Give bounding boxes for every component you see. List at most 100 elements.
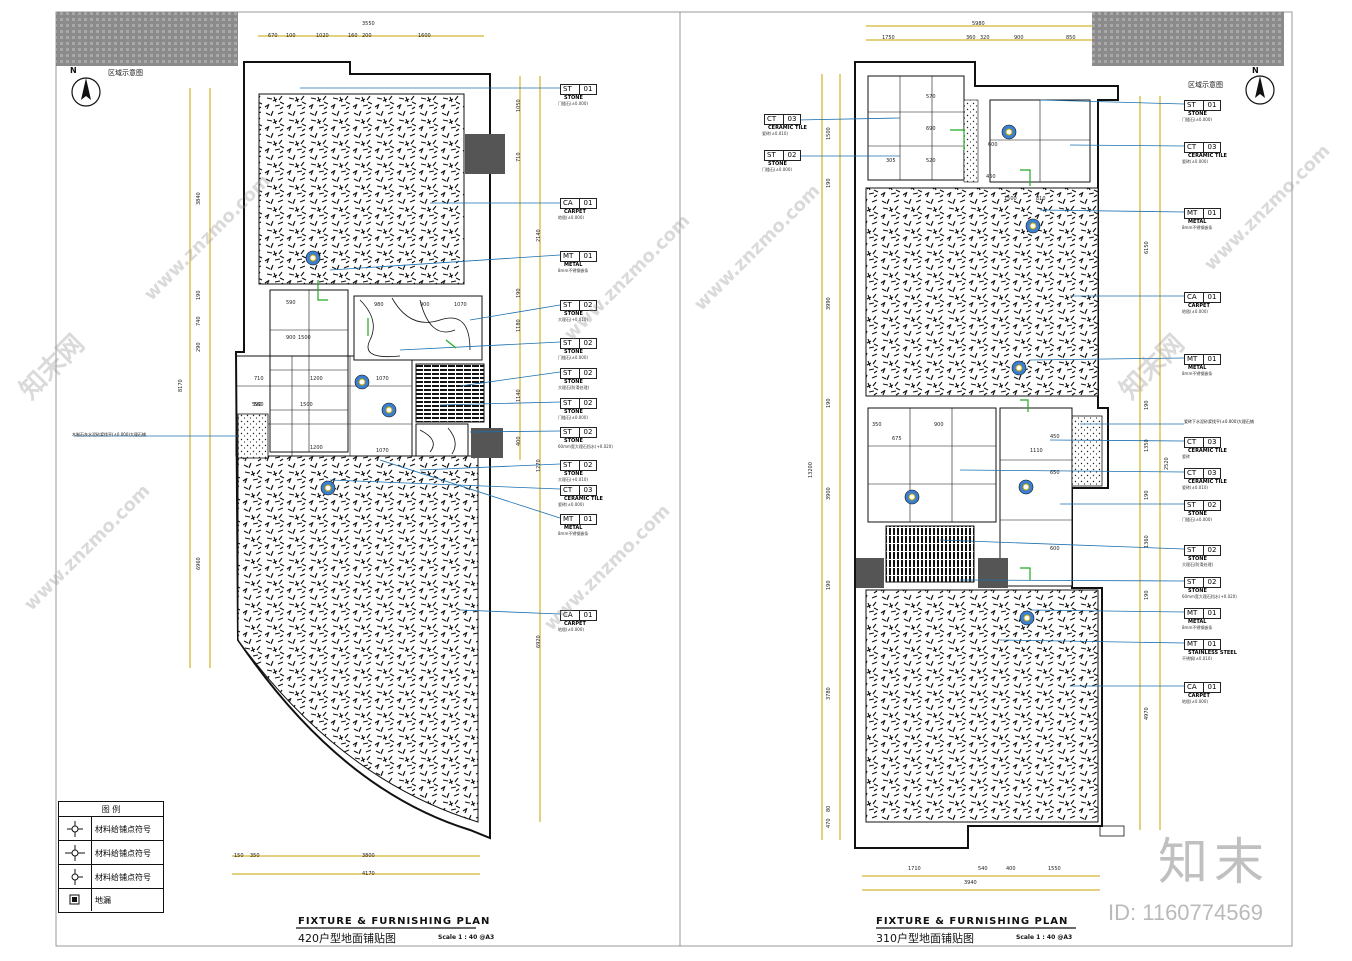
dimension-label: 150 [234,853,244,859]
dimension-label: 3840 [196,192,202,205]
dimension-label: 5980 [972,21,985,27]
dimension-label: 1350 [1144,439,1150,452]
dimension-label: 305 [886,158,896,164]
dimension-label: 190 [1144,590,1150,600]
legend-row-label: 地漏 [95,896,111,905]
dimension-label: 600 [1050,546,1060,552]
material-code: MT [561,515,580,524]
material-description: 门槛石(±0.000) [1182,517,1212,522]
material-name: CERAMIC TILE [1188,448,1227,454]
material-number: 03 [787,115,797,123]
material-code: CA [1185,683,1204,692]
dimension-label: 740 [196,316,202,326]
material-code: ST [561,339,580,348]
dimension-label: 160 [348,33,358,39]
north-label-right: N [1252,66,1259,75]
material-description: 瓷砖(±0.010) [1182,485,1208,490]
legend-row: 材料给铺点符号 [59,864,163,889]
dimension-label: 1750 [882,35,895,41]
dimension-label: 600 [988,142,998,148]
material-description: 地毯(±0.000) [558,627,584,632]
dimension-label: 710 [516,152,522,162]
material-code: ST [561,399,580,408]
material-name: CARPET [1188,693,1210,699]
material-code: ST [561,301,580,310]
material-number: 01 [583,611,593,619]
dimension-label: 1710 [908,866,921,872]
material-number: 02 [1207,578,1217,586]
right-floor-plan [795,25,1275,891]
dimension-label: 400 [1006,866,1016,872]
material-number: 01 [583,85,593,93]
dimension-label: 1500 [300,402,313,408]
material-code: ST [1185,546,1204,555]
dimension-label: 4170 [362,871,375,877]
left-scale: Scale 1 : 40 @A3 [438,934,495,941]
dimension-label: 290 [196,342,202,352]
material-number: 01 [1207,640,1217,648]
material-code: CT [1185,143,1204,152]
dimension-label: 190 [516,288,522,298]
material-number: 02 [583,399,593,407]
marker-icon [59,841,92,865]
material-description: 瓷砖 [1182,454,1190,459]
material-number: 02 [583,339,593,347]
material-code: MT [1185,609,1204,618]
dimension-label: 1600 [418,33,431,39]
material-description: 门槛石(±0.000) [558,415,588,420]
dimension-label: 2140 [536,229,542,242]
dimension-label: 810 [1036,196,1046,202]
material-description: 60mm宽大理石挡水(+0.020) [1182,594,1237,599]
dimension-label: 1500 [826,127,832,140]
dimension-label: 100 [286,33,296,39]
material-name: METAL [1188,619,1207,625]
material-number: 01 [1207,683,1217,691]
dimension-label: 570 [926,94,936,100]
material-description: 8mm不锈钢嵌条 [1182,625,1213,630]
material-description: 大理石(+0.010) [558,317,588,322]
material-code: ST [561,85,580,94]
material-description: 门槛石(±0.000) [558,355,588,360]
dimension-label: 1070 [376,376,389,382]
dimension-label: 1140 [516,389,522,402]
material-code: MT [1185,640,1204,649]
left-title-cn: 420户型地面铺贴图 [298,932,396,945]
material-code: MT [1185,209,1204,218]
legend-row: 地漏 [59,888,163,911]
material-description: 大理石(防滑处理) [558,385,590,390]
material-code: CA [561,199,580,208]
material-name: STAINLESS STEEL [1188,650,1237,656]
dimension-label: 190 [1144,400,1150,410]
material-code: CA [561,611,580,620]
left-title-en: FIXTURE & FURNISHING PLAN [298,916,491,927]
dimension-label: 200 [362,33,372,39]
material-code: CA [1185,293,1204,302]
dimension-label: 670 [268,33,278,39]
dimension-label: 1360 [1144,535,1150,548]
legend-row-label: 材料给铺点符号 [95,873,151,882]
material-description: 地毯(±0.000) [558,215,584,220]
floor-drain-icon [59,889,92,911]
dimension-label: 350 [872,422,882,428]
legend-row: 材料给铺点符号 [59,840,163,865]
material-code: CT [1185,438,1204,447]
dimension-label: 13200 [808,462,814,478]
side-note-right: 瓷砖下水泥砂浆找平(±0.000)大理石铺 [1184,419,1254,424]
material-description: 瓷砖(±0.010) [762,131,788,136]
material-name: METAL [1188,365,1207,371]
